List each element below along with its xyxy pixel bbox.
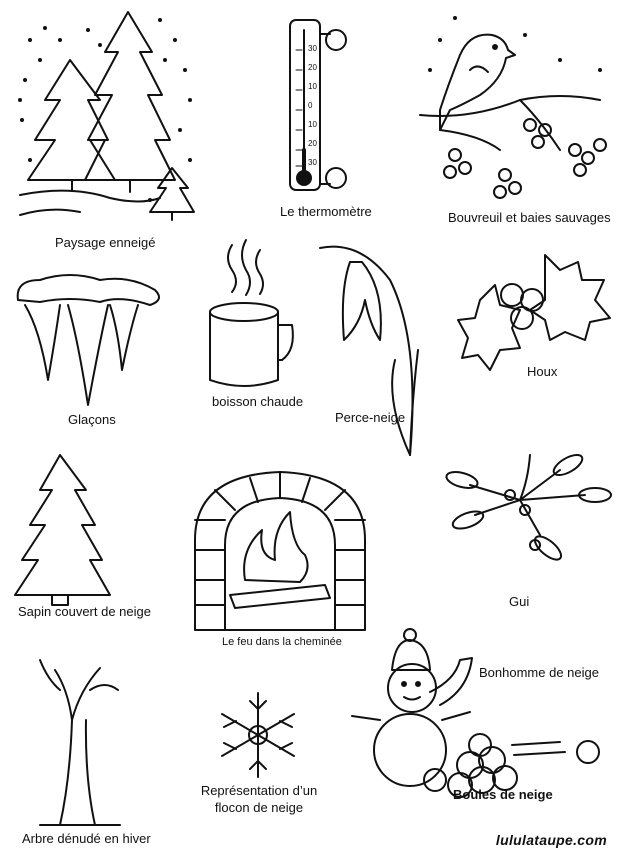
caption-bare-tree: Arbre dénudé en hiver	[22, 831, 151, 846]
thermometer-tick-label: 30	[308, 44, 317, 53]
mistletoe-drawing	[445, 453, 612, 561]
thermometer-tick-label: 20	[308, 139, 317, 148]
caption-snowflake-line2: flocon de neige	[214, 800, 304, 815]
icicles-drawing	[16, 274, 160, 406]
hot-drink-drawing	[209, 239, 294, 387]
fireplace-drawing	[194, 471, 366, 631]
holly-drawing	[457, 254, 611, 371]
caption-bullfinch: Bouvreuil et baies sauvages	[448, 210, 611, 225]
caption-snowy-fir: Sapin couvert de neige	[18, 604, 151, 619]
thermometer-tick-label: 0	[308, 101, 313, 110]
thermometer-tick-label: 20	[308, 63, 317, 72]
watermark: lululataupe.com	[495, 832, 607, 848]
caption-thermometer: Le thermomètre	[280, 204, 372, 219]
caption-snowflake-line1: Représentation d’un	[200, 783, 318, 798]
thermometer-tick-label: 10	[308, 120, 317, 129]
caption-fireplace: Le feu dans la cheminée	[222, 636, 342, 648]
thermometer-tick-label: 30	[308, 158, 317, 167]
caption-snowballs: Boules de neige	[453, 787, 553, 802]
caption-icicles: Glaçons	[68, 412, 116, 427]
bare-tree-drawing	[39, 659, 121, 826]
snowy-landscape-drawing	[18, 11, 195, 221]
caption-mistletoe: Gui	[509, 594, 530, 609]
bullfinch-berries-drawing	[419, 16, 607, 199]
thermometer-tick-label: 10	[308, 82, 317, 91]
snowflake-drawing	[221, 692, 295, 778]
caption-hot-drink: boisson chaude	[212, 394, 304, 409]
snowman-drawing	[351, 628, 473, 787]
snowdrop-drawing	[319, 245, 419, 456]
caption-holly: Houx	[527, 364, 558, 379]
thermometer-drawing	[289, 19, 347, 191]
caption-snowy-landscape: Paysage enneigé	[55, 235, 156, 250]
snowballs-drawing	[423, 733, 600, 798]
caption-snowdrop: Perce-neige	[335, 410, 406, 425]
snowy-fir-drawing	[14, 454, 111, 606]
caption-snowman: Bonhomme de neige	[479, 665, 599, 680]
